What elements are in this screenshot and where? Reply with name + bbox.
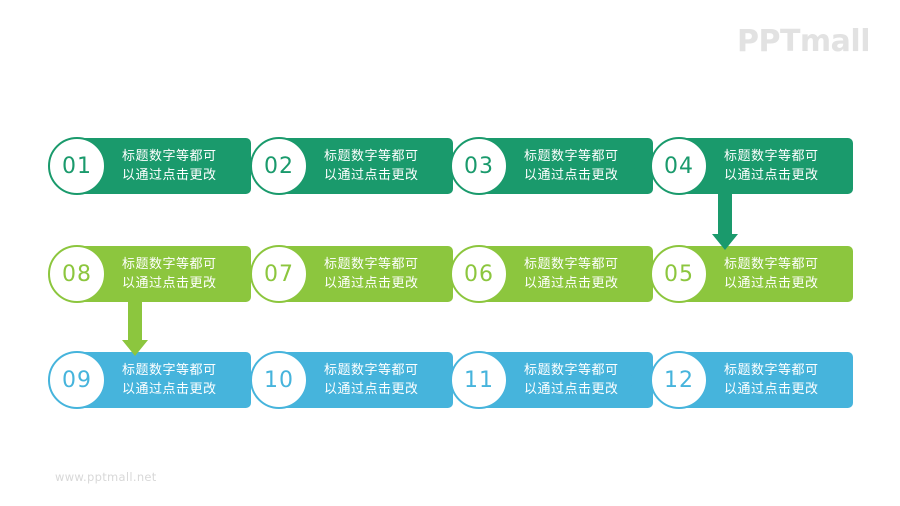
- process-step-line2: 以通过点击更改: [724, 168, 819, 183]
- process-step-circle: 05: [650, 245, 708, 303]
- process-step-number: 02: [264, 153, 294, 179]
- process-step-text: 标题数字等都可以通过点击更改: [724, 255, 819, 293]
- flow-arrow-horizontal: [216, 265, 236, 284]
- process-step-number: 10: [264, 367, 294, 393]
- process-step-12[interactable]: 标题数字等都可以通过点击更改 12: [650, 351, 853, 409]
- process-step-number: 11: [464, 367, 494, 393]
- process-step-text: 标题数字等都可以通过点击更改: [122, 255, 217, 293]
- flow-arrow-horizontal: [617, 157, 637, 176]
- process-step-line2: 以通过点击更改: [324, 168, 419, 183]
- process-step-circle: 01: [48, 137, 106, 195]
- process-step-line2: 以通过点击更改: [122, 276, 217, 291]
- process-step-03[interactable]: 标题数字等都可以通过点击更改 03: [450, 137, 653, 195]
- flow-connector-row1-to-row2: [712, 194, 738, 250]
- process-step-circle: 03: [450, 137, 508, 195]
- process-step-line2: 以通过点击更改: [122, 382, 217, 397]
- process-step-number: 06: [464, 261, 494, 287]
- process-step-text: 标题数字等都可以通过点击更改: [122, 147, 217, 185]
- process-step-line2: 以通过点击更改: [524, 168, 619, 183]
- flow-arrow-horizontal: [617, 371, 637, 390]
- process-step-circle: 12: [650, 351, 708, 409]
- process-step-line2: 以通过点击更改: [324, 382, 419, 397]
- process-step-text: 标题数字等都可以通过点击更改: [724, 361, 819, 399]
- process-step-line1: 标题数字等都可: [724, 149, 819, 164]
- flow-arrow-horizontal: [417, 157, 437, 176]
- process-step-text: 标题数字等都可以通过点击更改: [324, 361, 419, 399]
- process-step-line1: 标题数字等都可: [524, 149, 619, 164]
- process-step-text: 标题数字等都可以通过点击更改: [524, 147, 619, 185]
- pptmall-logo: PPTmall: [736, 24, 871, 59]
- process-step-number: 03: [464, 153, 494, 179]
- process-step-text: 标题数字等都可以通过点击更改: [524, 361, 619, 399]
- process-step-line1: 标题数字等都可: [122, 257, 217, 272]
- process-step-line1: 标题数字等都可: [122, 363, 217, 378]
- process-step-text: 标题数字等都可以通过点击更改: [724, 147, 819, 185]
- process-step-circle: 04: [650, 137, 708, 195]
- process-step-text: 标题数字等都可以通过点击更改: [324, 147, 419, 185]
- process-step-number: 09: [62, 367, 92, 393]
- process-step-number: 05: [664, 261, 694, 287]
- process-step-line2: 以通过点击更改: [524, 382, 619, 397]
- process-step-number: 01: [62, 153, 92, 179]
- process-step-line2: 以通过点击更改: [324, 276, 419, 291]
- process-step-line2: 以通过点击更改: [524, 276, 619, 291]
- process-step-line2: 以通过点击更改: [122, 168, 217, 183]
- flow-connector-row2-to-row3: [122, 302, 148, 356]
- process-step-circle: 09: [48, 351, 106, 409]
- process-step-circle: 10: [250, 351, 308, 409]
- process-step-line1: 标题数字等都可: [524, 363, 619, 378]
- process-step-line1: 标题数字等都可: [324, 149, 419, 164]
- process-step-circle: 06: [450, 245, 508, 303]
- process-step-line1: 标题数字等都可: [324, 363, 419, 378]
- flow-arrow-horizontal: [216, 157, 236, 176]
- process-step-text: 标题数字等都可以通过点击更改: [122, 361, 217, 399]
- process-step-number: 08: [62, 261, 92, 287]
- process-step-05[interactable]: 标题数字等都可以通过点击更改 05: [650, 245, 853, 303]
- process-step-line1: 标题数字等都可: [724, 363, 819, 378]
- footer-url: www.pptmall.net: [55, 470, 157, 484]
- process-step-circle: 07: [250, 245, 308, 303]
- process-step-text: 标题数字等都可以通过点击更改: [324, 255, 419, 293]
- process-step-number: 12: [664, 367, 694, 393]
- process-step-number: 04: [664, 153, 694, 179]
- process-step-line1: 标题数字等都可: [724, 257, 819, 272]
- process-step-line1: 标题数字等都可: [324, 257, 419, 272]
- process-step-line2: 以通过点击更改: [724, 276, 819, 291]
- process-step-circle: 02: [250, 137, 308, 195]
- flow-arrow-horizontal: [417, 265, 437, 284]
- process-step-11[interactable]: 标题数字等都可以通过点击更改 11: [450, 351, 653, 409]
- process-step-circle: 08: [48, 245, 106, 303]
- flow-arrow-horizontal: [216, 371, 236, 390]
- process-step-circle: 11: [450, 351, 508, 409]
- flow-arrow-horizontal: [417, 371, 437, 390]
- flow-arrow-horizontal: [617, 265, 637, 284]
- process-step-line2: 以通过点击更改: [724, 382, 819, 397]
- process-step-line1: 标题数字等都可: [122, 149, 217, 164]
- process-step-text: 标题数字等都可以通过点击更改: [524, 255, 619, 293]
- process-step-number: 07: [264, 261, 294, 287]
- process-step-line1: 标题数字等都可: [524, 257, 619, 272]
- process-step-04[interactable]: 标题数字等都可以通过点击更改 04: [650, 137, 853, 195]
